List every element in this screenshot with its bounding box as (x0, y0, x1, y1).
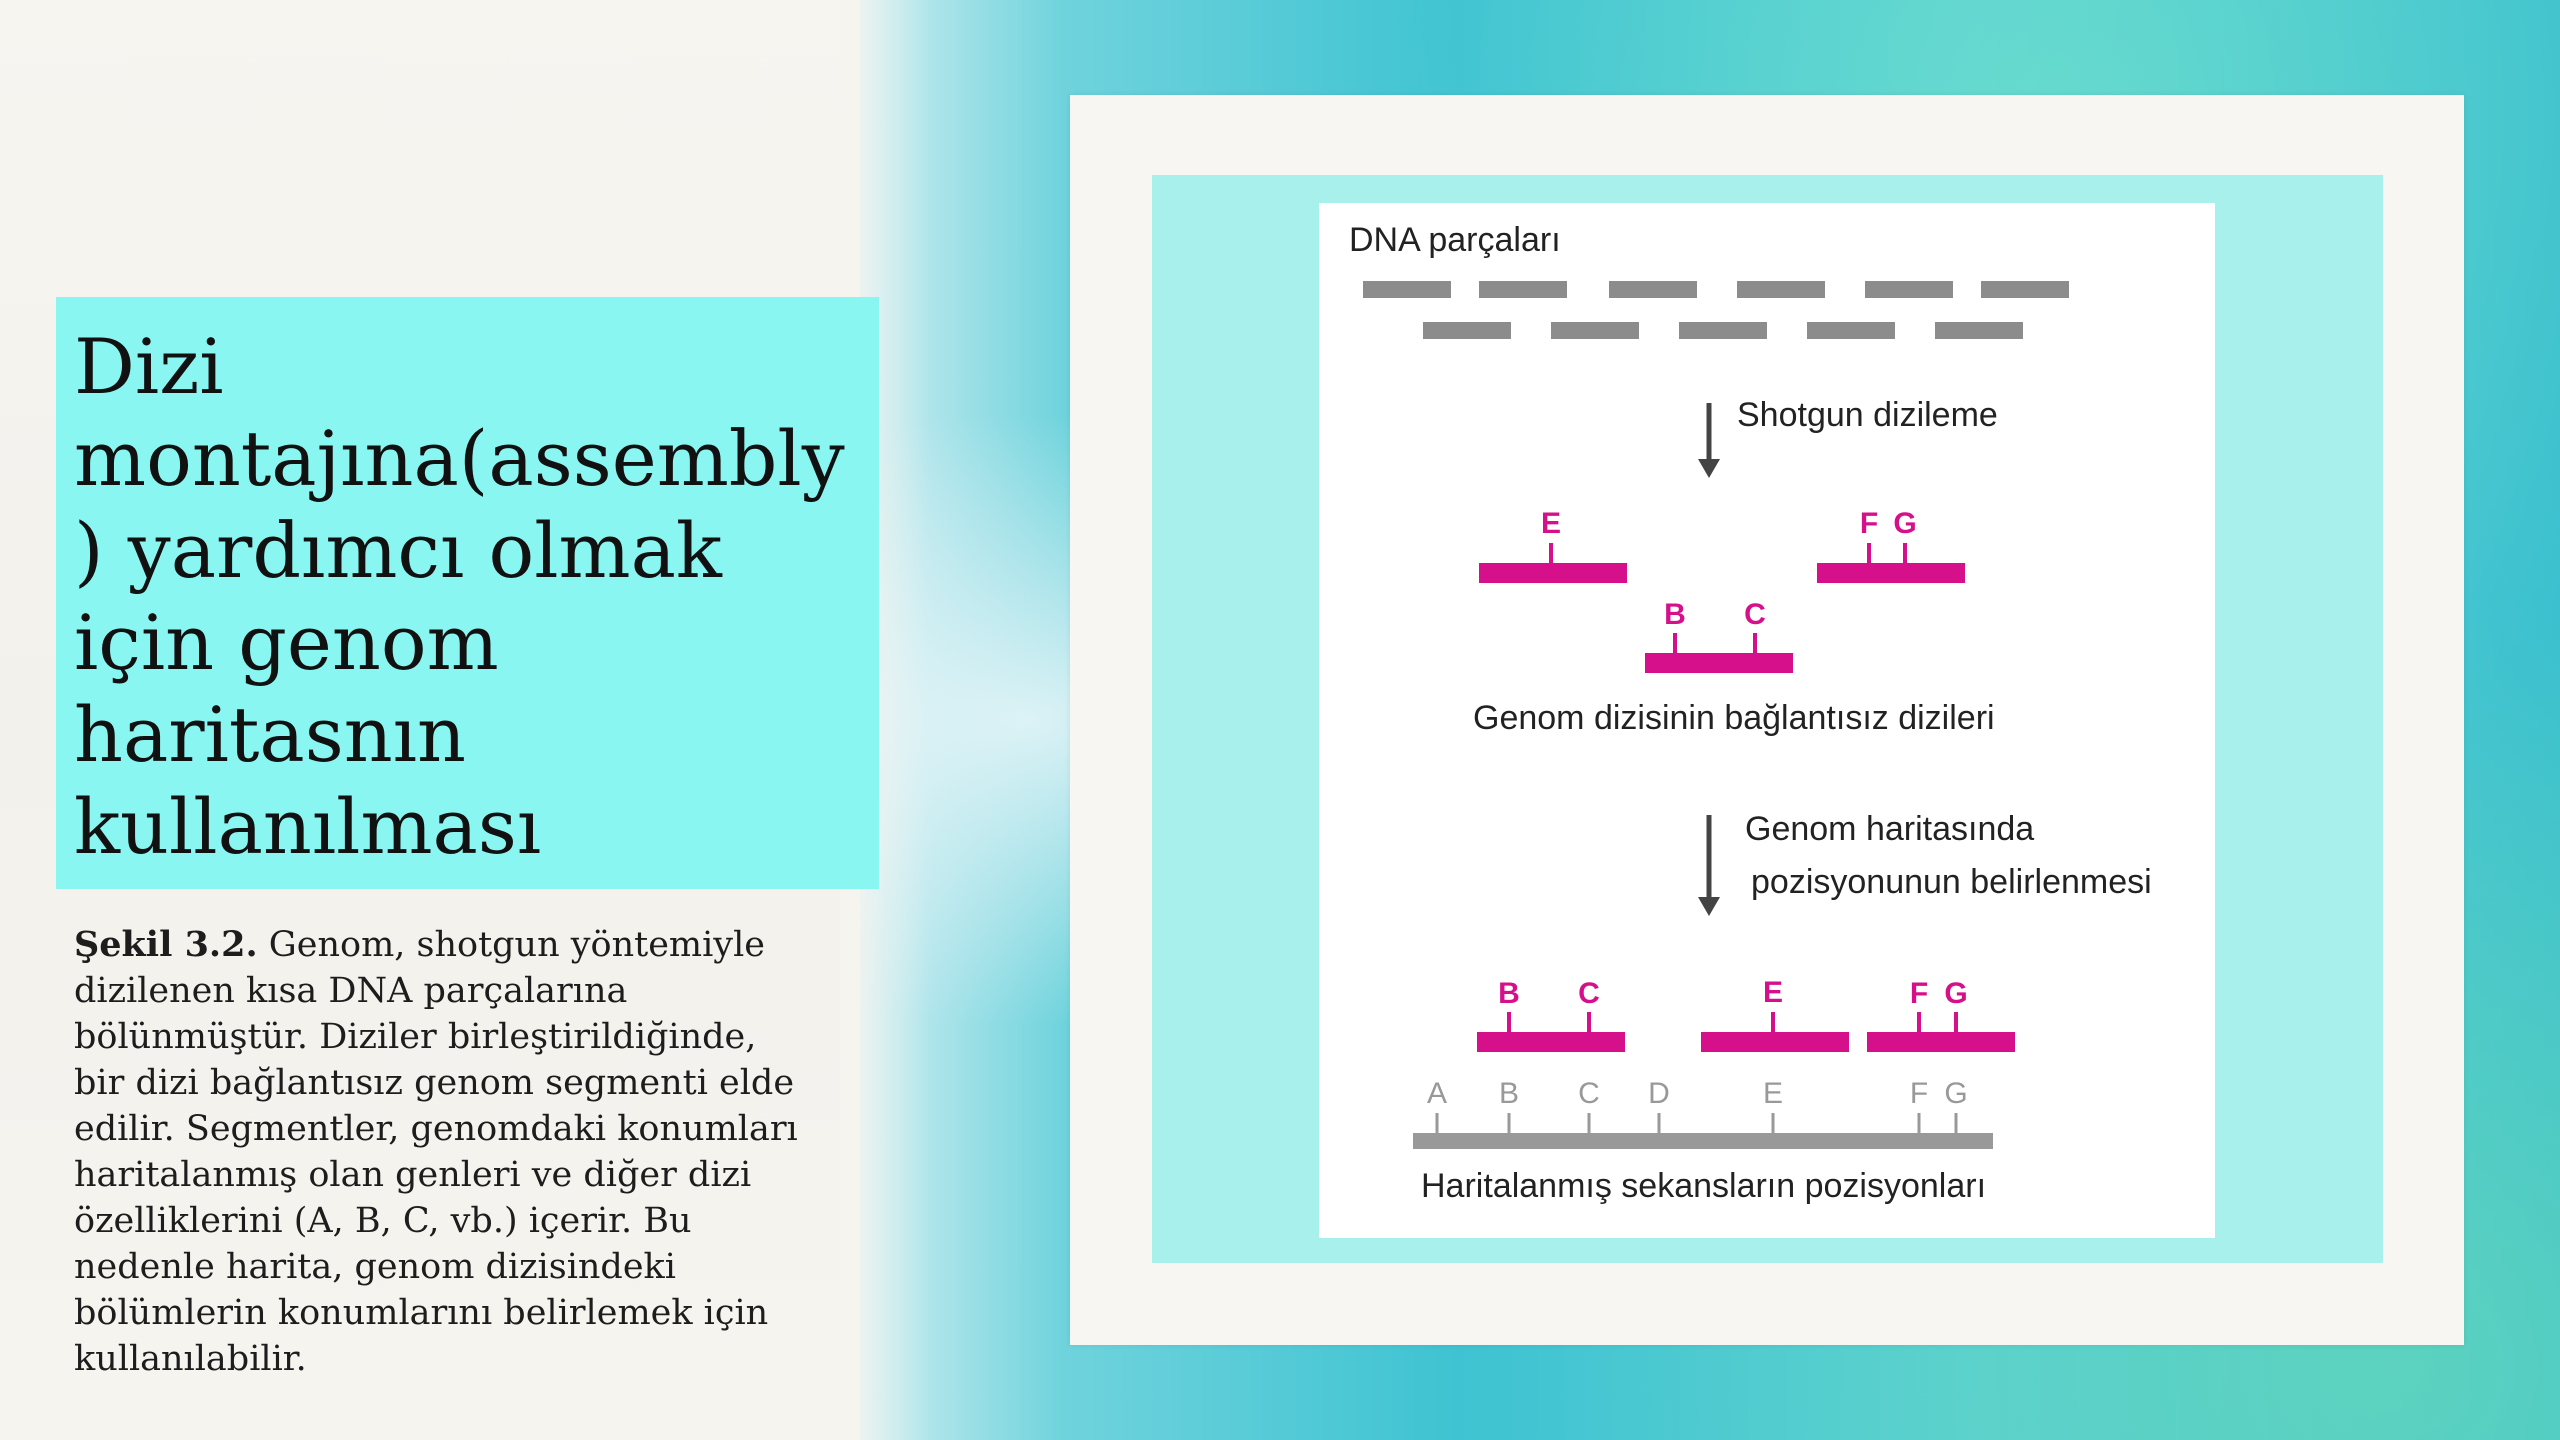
map-marker-label: A (1427, 1077, 1447, 1110)
caption-text: Genom, shotgun yöntemiyle dizilenen kısa… (74, 925, 798, 1379)
slide-title: Dizi montajına(assembly ) yardımcı olmak… (74, 322, 845, 871)
figure-caption: Şekil 3.2. Genom, shotgun yöntemiyle diz… (74, 922, 874, 1382)
map-marker-label: C (1578, 1077, 1600, 1110)
map-marker-label: D (1648, 1077, 1670, 1110)
mapped-segment-bc: B C (1477, 977, 1625, 1052)
marker-label: C (1744, 598, 1766, 631)
figure-panel: DNA parçaları Shotgun dizileme (1319, 203, 2215, 1238)
fragment (1935, 322, 2023, 339)
fragment (1807, 322, 1895, 339)
fragment (1423, 322, 1511, 339)
map-marker-label: G (1944, 1077, 1967, 1110)
marker-label: G (1944, 977, 1967, 1010)
unlinked-segment-e: E (1479, 507, 1627, 583)
map-marker-label: F (1910, 1077, 1928, 1110)
mapped-segment-fg: F G (1867, 977, 2015, 1052)
arrow-down-icon (1698, 815, 1720, 916)
label-shotgun-sequencing: Shotgun dizileme (1737, 396, 1998, 434)
genome-map: A B C D E F G (1413, 1077, 1993, 1149)
fragment (1363, 281, 1451, 298)
marker-label: F (1910, 977, 1928, 1010)
map-marker-label: B (1499, 1077, 1519, 1110)
marker-label: B (1664, 598, 1686, 631)
map-marker-label: E (1763, 1077, 1783, 1110)
caption-label: Şekil 3.2. (74, 924, 258, 965)
fragment (1737, 281, 1825, 298)
label-mapped-positions: Haritalanmış sekansların pozisyonları (1421, 1167, 1986, 1205)
marker-label: C (1578, 977, 1600, 1010)
marker-label: B (1498, 977, 1520, 1010)
marker-label: E (1541, 507, 1561, 540)
title-box: Dizi montajına(assembly ) yardımcı olmak… (56, 297, 879, 889)
mapped-segment-e: E (1701, 976, 1849, 1052)
label-map-positioning-line1: Genom haritasında (1745, 810, 2034, 848)
label-unlinked-sequences: Genom dizisinin bağlantısız dizileri (1473, 699, 1995, 737)
fragment (1551, 322, 1639, 339)
fragment (1981, 281, 2069, 298)
label-dna-fragments: DNA parçaları (1349, 221, 1561, 259)
arrow-down-icon (1698, 403, 1720, 478)
marker-label: F (1860, 507, 1878, 540)
marker-label: E (1763, 976, 1783, 1009)
fragment (1479, 281, 1567, 298)
label-map-positioning-line2: pozisyonunun belirlenmesi (1751, 863, 2152, 901)
dna-fragments (1363, 281, 2069, 339)
fragment (1679, 322, 1767, 339)
unlinked-segment-fg: F G (1817, 507, 1965, 583)
marker-label: G (1893, 507, 1916, 540)
genome-assembly-diagram: DNA parçaları Shotgun dizileme (1349, 221, 2152, 1205)
fragment (1865, 281, 1953, 298)
fragment (1609, 281, 1697, 298)
unlinked-segment-bc: B C (1645, 598, 1793, 673)
